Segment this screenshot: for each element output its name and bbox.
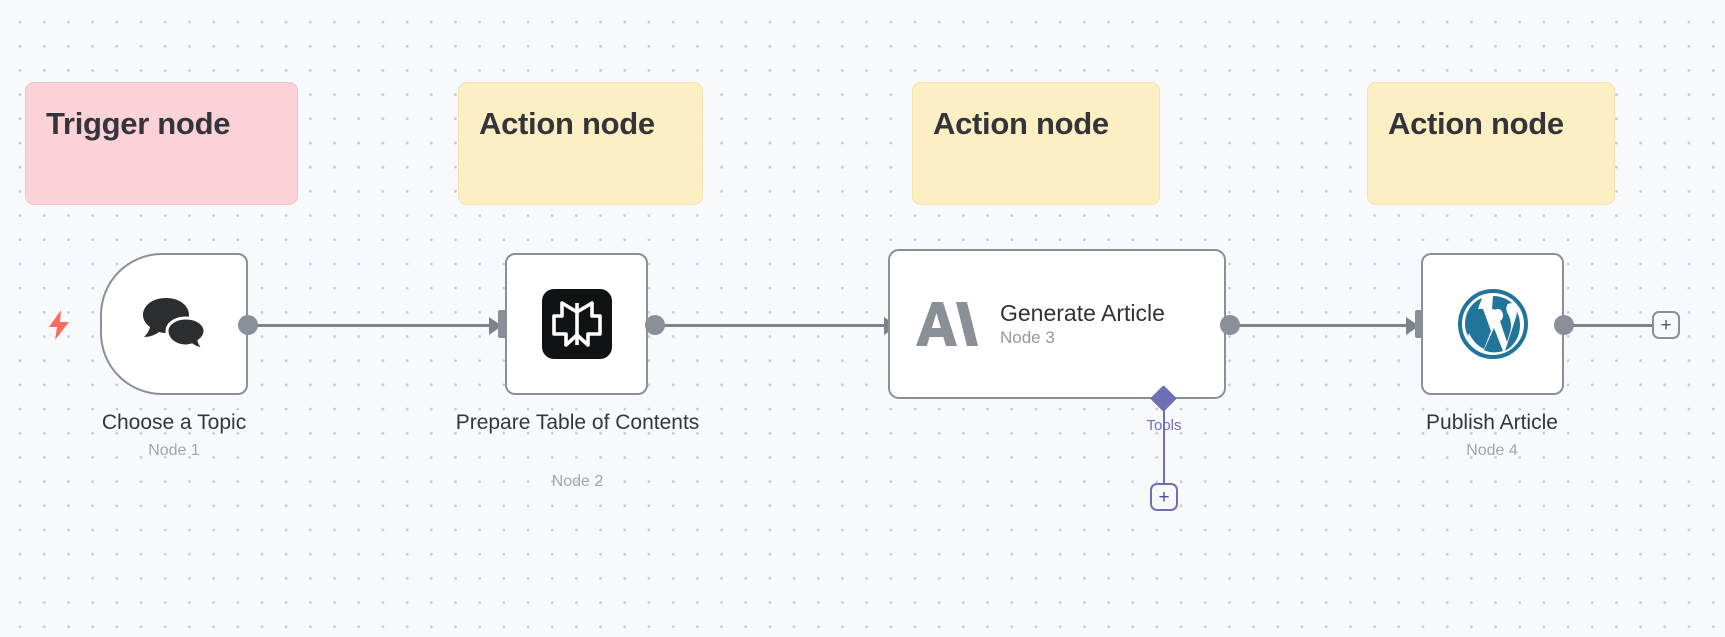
workflow-node-publish-article[interactable]: [1421, 253, 1564, 395]
node-2-input-endpoint[interactable]: [498, 310, 509, 338]
connector-wire-2-3: [655, 324, 893, 327]
node-2-label: Prepare Table of Contents: [455, 411, 700, 434]
workflow-node-prepare-table-of-contents[interactable]: [505, 253, 648, 395]
annotation-action-node-3[interactable]: Action node: [1367, 82, 1615, 205]
lightning-bolt-icon: [48, 310, 70, 340]
annotation-trigger-node[interactable]: Trigger node: [25, 82, 298, 205]
node-3-text-block: Generate Article Node 3: [1000, 300, 1165, 348]
wordpress-logo-icon: [1456, 287, 1530, 361]
tools-connector-wire: [1162, 404, 1165, 489]
node-3-label: Generate Article: [1000, 300, 1165, 326]
connector-wire-4-add: [1570, 324, 1655, 327]
node-3-sublabel: Node 3: [1000, 328, 1055, 348]
node-1-label: Choose a Topic: [101, 411, 247, 434]
node-4-label: Publish Article: [1426, 411, 1558, 434]
annotation-action-node-1[interactable]: Action node: [458, 82, 703, 205]
annotation-label: Action node: [1388, 106, 1564, 141]
node-2-output-endpoint[interactable]: [645, 315, 665, 335]
workflow-node-generate-article[interactable]: Generate Article Node 3: [888, 249, 1226, 399]
annotation-label: Action node: [933, 106, 1109, 141]
add-tool-button[interactable]: +: [1150, 483, 1178, 511]
anthropic-logo-icon: [916, 298, 978, 350]
workflow-node-choose-a-topic[interactable]: [100, 253, 248, 395]
node-1-sublabel: Node 1: [148, 442, 200, 459]
add-step-button[interactable]: +: [1652, 311, 1680, 339]
connector-wire-1-2: [248, 324, 498, 327]
annotation-action-node-2[interactable]: Action node: [912, 82, 1160, 205]
node-2-sublabel: Node 2: [551, 473, 604, 490]
node-4-sublabel: Node 4: [1466, 442, 1518, 459]
node-1-output-endpoint[interactable]: [238, 315, 258, 335]
connector-wire-3-4: [1230, 324, 1415, 327]
node-4-output-endpoint[interactable]: [1554, 315, 1574, 335]
annotation-label: Trigger node: [46, 106, 231, 141]
node-3-output-endpoint[interactable]: [1220, 315, 1240, 335]
chat-bubbles-icon: [141, 296, 207, 352]
node-4-input-endpoint[interactable]: [1415, 310, 1426, 338]
perplexity-logo-icon: [541, 289, 612, 359]
annotation-label: Action node: [479, 106, 655, 141]
